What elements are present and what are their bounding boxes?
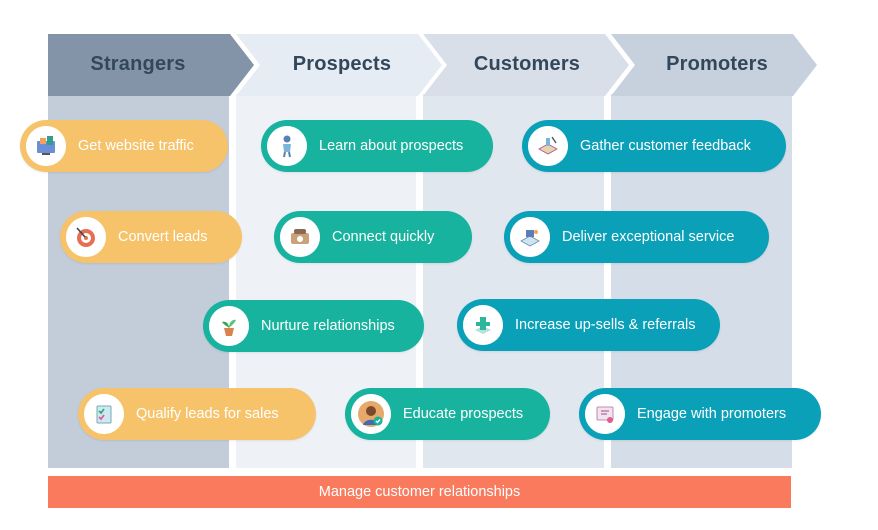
stage-label-prospects: Prospects bbox=[292, 53, 392, 75]
service-icon bbox=[510, 217, 550, 257]
web-traffic-icon bbox=[26, 126, 66, 166]
promoter-icon bbox=[585, 394, 625, 434]
stage-label-strangers: Strangers bbox=[90, 53, 186, 75]
pill-label: Deliver exceptional service bbox=[562, 229, 735, 245]
pill-increase-upsells: Increase up-sells & referrals bbox=[457, 299, 720, 351]
pill-learn-about-prospects: Learn about prospects bbox=[261, 120, 493, 172]
pill-label: Gather customer feedback bbox=[580, 138, 751, 154]
pill-convert-leads: Convert leads bbox=[60, 211, 242, 263]
pill-label: Engage with promoters bbox=[637, 406, 787, 422]
growth-icon bbox=[463, 305, 503, 345]
target-icon bbox=[66, 217, 106, 257]
pill-label: Connect quickly bbox=[332, 229, 435, 245]
pill-connect-quickly: Connect quickly bbox=[274, 211, 472, 263]
pill-label: Educate prospects bbox=[403, 406, 524, 422]
pill-qualify-leads: Qualify leads for sales bbox=[78, 388, 316, 440]
promoters-chevron bbox=[611, 34, 817, 96]
pill-get-website-traffic: Get website traffic bbox=[20, 120, 228, 172]
customers-chevron bbox=[423, 34, 629, 96]
pill-nurture-relationships: Nurture relationships bbox=[203, 300, 424, 352]
phone-icon bbox=[280, 217, 320, 257]
checklist-icon bbox=[84, 394, 124, 434]
pill-label: Learn about prospects bbox=[319, 138, 464, 154]
pill-label: Convert leads bbox=[118, 229, 208, 245]
footer-label: Manage customer relationships bbox=[318, 484, 521, 500]
feedback-icon bbox=[528, 126, 568, 166]
pill-gather-feedback: Gather customer feedback bbox=[522, 120, 786, 172]
pill-label: Increase up-sells & referrals bbox=[515, 317, 696, 333]
avatar-check-icon bbox=[351, 394, 391, 434]
stage-header-chevrons bbox=[48, 34, 817, 96]
footer-divider bbox=[48, 468, 791, 476]
prospects-chevron bbox=[236, 34, 442, 96]
pill-label: Nurture relationships bbox=[261, 318, 395, 334]
stage-label-promoters: Promoters bbox=[666, 53, 768, 75]
plant-icon bbox=[209, 306, 249, 346]
pill-engage-promoters: Engage with promoters bbox=[579, 388, 821, 440]
pill-label: Qualify leads for sales bbox=[136, 406, 279, 422]
pill-deliver-service: Deliver exceptional service bbox=[504, 211, 769, 263]
stage-label-customers: Customers bbox=[473, 53, 581, 75]
pill-label: Get website traffic bbox=[78, 138, 194, 154]
strangers-chevron bbox=[48, 34, 254, 96]
person-icon bbox=[267, 126, 307, 166]
manage-relationships-bar: Manage customer relationships bbox=[48, 476, 791, 508]
pill-educate-prospects: Educate prospects bbox=[345, 388, 550, 440]
